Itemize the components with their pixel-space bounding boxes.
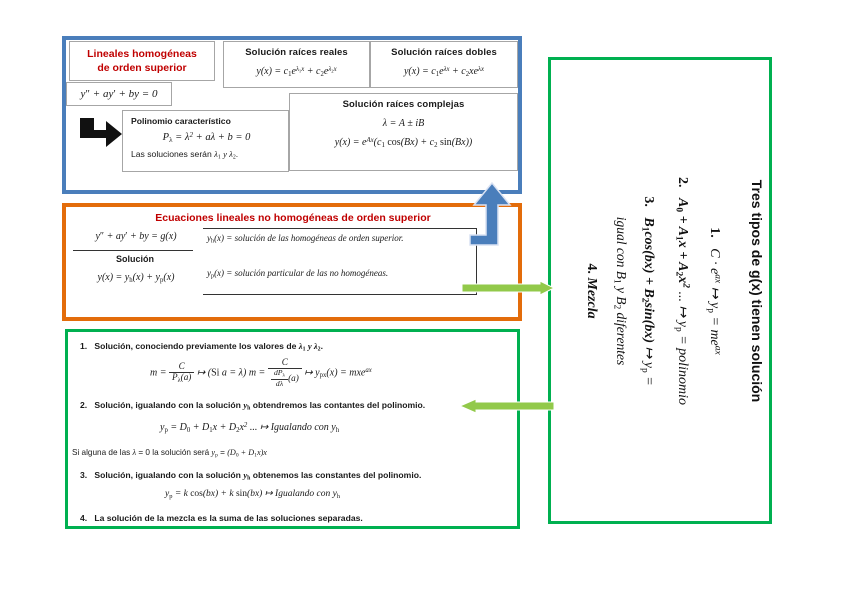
divider-line-bottom [203,294,476,295]
homogeneous-title-text: Lineales homogéneas de orden superior [87,47,197,75]
divider-line [73,250,193,251]
method-3-number: 3. [80,470,88,480]
method-1-number: 1. [80,341,88,351]
double-roots-title: Solución raíces dobles [391,47,497,58]
gx-type-2: 2. A0 + A1x + A2x2 ... ↦ yp = polinomio [673,63,691,518]
double-roots-formula: y(x) = c1eλx + c2xeλx [403,66,484,78]
method-item-4: 4. La solución de la mezcla es la suma d… [80,513,363,523]
gx-type-1: 1. C · eax ↦ yp = meax [705,63,723,518]
homogeneous-title-line2: de orden superior [97,62,187,74]
polynomial-formula: Pλ = λ2 + aλ + b = 0 [162,131,251,145]
blue-up-arrow-icon [469,181,512,246]
characteristic-polynomial-box: Polinomio característico Pλ = λ2 + aλ + … [122,110,289,172]
solution-methods-group [65,329,520,529]
polynomial-note: Las soluciones serán λ1 y λ2. [131,149,239,161]
black-corner-arrow-icon [80,118,122,147]
polynomial-heading: Polinomio característico [131,116,231,126]
method-4-number: 4. [80,513,88,523]
gx-type-1-formula: C · eax ↦ yp = meax [705,240,723,355]
real-roots-box: Solución raíces reales y(x) = c1eλ1x + c… [223,41,370,88]
double-roots-box: Solución raíces dobles y(x) = c1eλx + c2… [370,41,518,88]
gx-types-group: Tres tipos de g(x) tienen solución 1. C … [548,57,772,524]
complex-roots-title: Solución raíces complejas [342,99,465,110]
green-right-arrow-icon [461,280,556,296]
homogeneous-title-line1: Lineales homogéneas [87,48,197,60]
gx-type-4-number: 4. [584,262,599,274]
complex-roots-lambda: λ = A ± iB [382,118,425,129]
nonhomogeneous-title: Ecuaciones lineales no homogéneas de ord… [155,212,431,224]
method-2-note: Si alguna de las λ = 0 la solución será … [72,448,267,459]
solution-label: Solución [116,254,154,264]
yp-description: yp(x) = solución particular de las no ho… [207,268,389,280]
method-2-text: Solución, igualando con la solución yh o… [94,400,426,412]
gx-types-rotated-content: Tres tipos de g(x) tienen solución 1. C … [551,63,769,518]
real-roots-formula: y(x) = c1eλ1x + c2eλ2x [256,66,337,78]
gx-type-2-formula: A0 + A1x + A2x2 [673,190,691,288]
gx-type-3-number: 3. [641,195,656,207]
yh-description: yh(x) = solución de las homogéneas de or… [207,233,404,245]
homogeneous-title-box: Lineales homogéneas de orden superior [69,41,215,81]
method-item-3: 3. Solución, igualando con la solución y… [80,470,421,482]
gx-types-title: Tres tipos de g(x) tienen solución [749,179,765,402]
divider-line-vertical [476,228,477,295]
gx-type-4: 4. Mezcla [583,63,599,518]
real-roots-title: Solución raíces reales [245,47,348,58]
gx-type-3-formula: B1cos(bx) + B2sin(bx) [639,209,656,343]
method-item-2: 2. Solución, igualando con la solución y… [80,400,425,412]
homogeneous-equation: y″ + ay′ + by = 0 [80,88,158,100]
divider-line-top [203,228,476,229]
general-solution-formula: y(x) = yh(x) + yp(x) [97,272,175,284]
green-left-arrow-icon [458,398,555,414]
gx-type-4-label: Mezcla [584,276,599,319]
method-2-number: 2. [80,400,88,410]
complex-roots-box: Solución raíces complejas λ = A ± iB y(x… [289,93,518,171]
method-3-formula: yp = k cos(bx) + k sin(bx) ↦ Igualando c… [165,489,341,500]
complex-roots-formula: y(x) = eAx(c1 cos(Bx) + c2 sin(Bx)) [334,137,473,149]
nonhomogeneous-equation: y″ + ay′ + by = g(x) [95,231,177,242]
gx-type-1-number: 1. [707,226,722,238]
method-4-text: La solución de la mezcla es la suma de l… [94,513,363,523]
gx-type-3: 3. B1cos(bx) + B2sin(bx) ↦ yp = [639,63,657,518]
nonhomogeneous-equations-group [62,203,522,321]
gx-type-3-note: igual con B1 y B2 diferentes [612,216,629,365]
gx-type-3-tail: ↦ yp = [639,345,656,386]
gx-type-2-tail: ... ↦ yp = polinomio [673,291,690,405]
method-item-1: 1. Solución, conociendo previamente los … [80,341,323,353]
method-2-formula: yp = D0 + D1x + D2x2 ... ↦ Igualando con… [160,422,340,434]
homogeneous-equation-box: y″ + ay′ + by = 0 [66,82,172,106]
gx-type-2-number: 2. [675,176,690,188]
method-3-text: Solución, igualando con la solución yh o… [94,470,422,482]
method-1-text: Solución, conociendo previamente los val… [94,341,323,353]
